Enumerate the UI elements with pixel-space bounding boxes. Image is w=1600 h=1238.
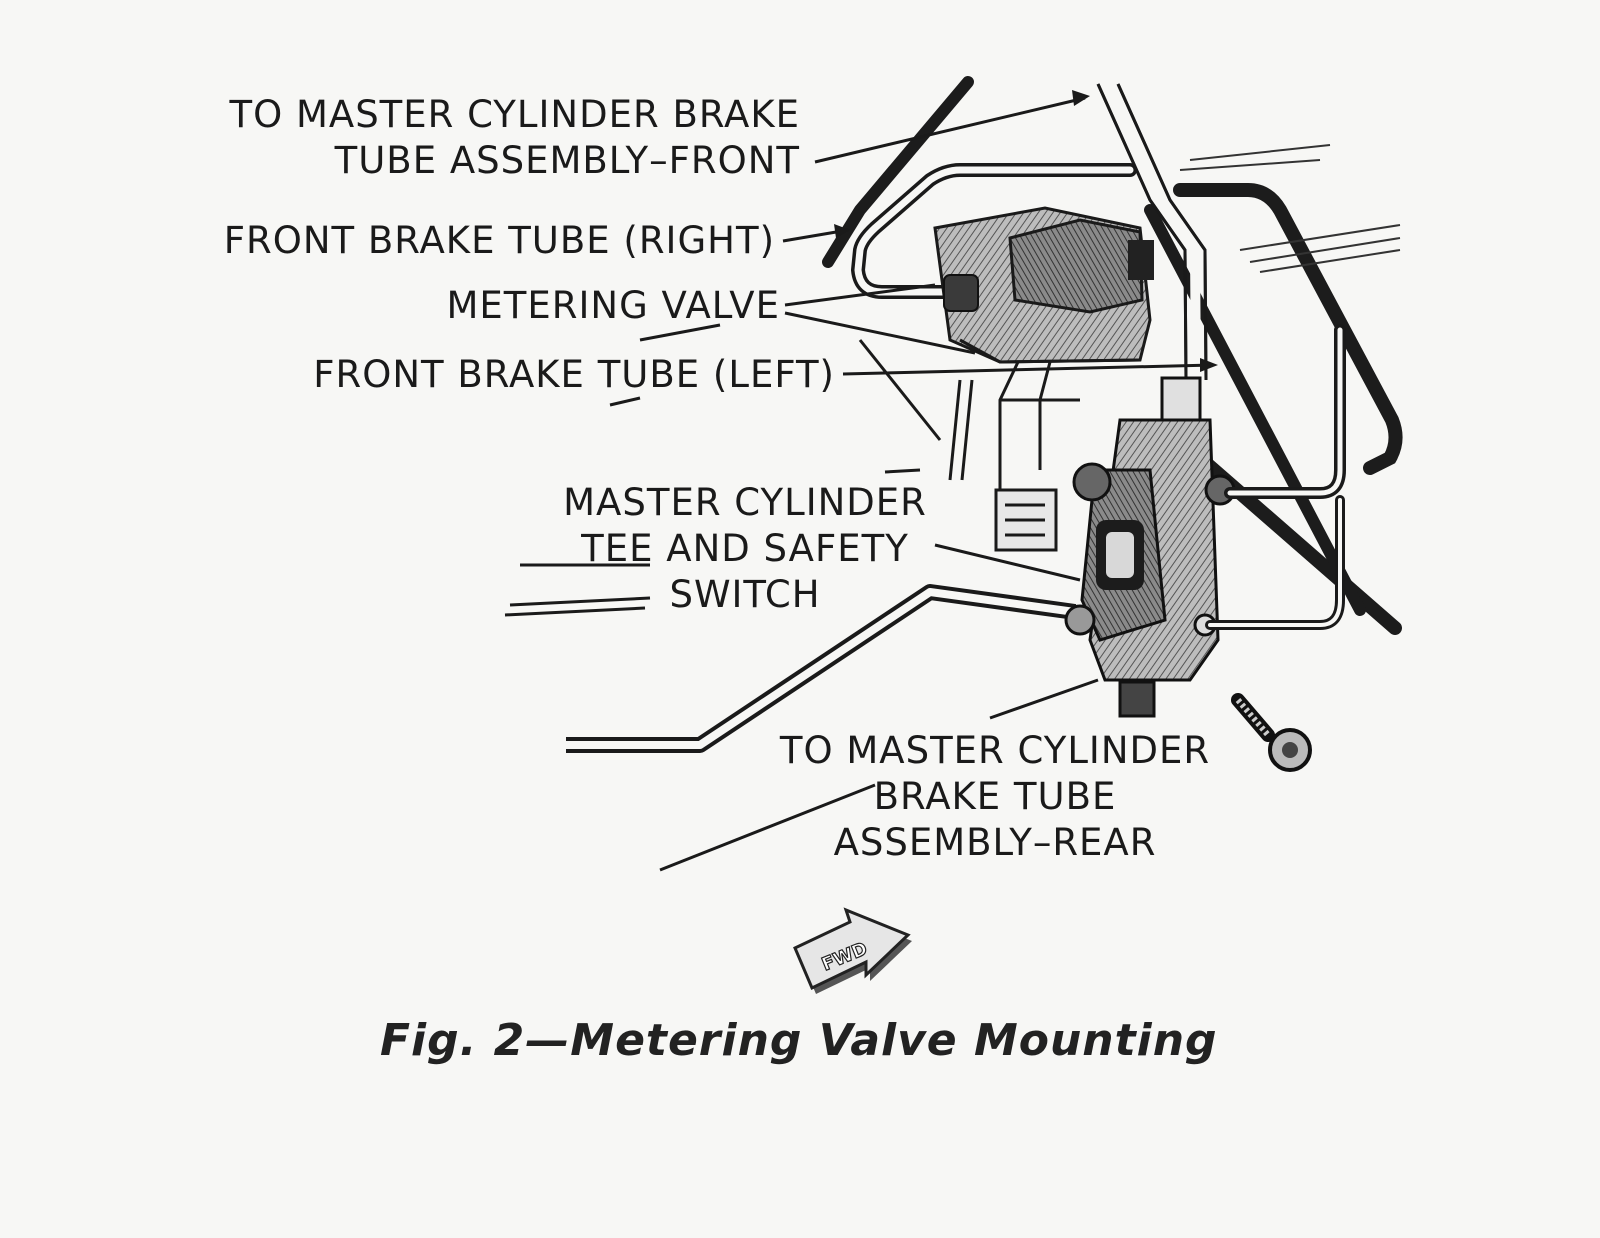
mounting-bolt xyxy=(1231,693,1312,772)
leader-metering-2 xyxy=(784,311,976,355)
label-master-rear-line2: BRAKE TUBE xyxy=(873,775,1117,818)
rear-master-tube xyxy=(566,584,1096,753)
front-master-tube xyxy=(1096,82,1208,381)
front-left-tube xyxy=(948,379,974,481)
forward-direction-arrow: FWD xyxy=(793,907,912,994)
front-right-tube xyxy=(850,163,1137,299)
leader-tee xyxy=(934,543,1081,582)
label-master-cylinder-front: TO MASTER CYLINDER BRAKE TUBE ASSEMBLY–F… xyxy=(180,92,800,184)
background-wires xyxy=(1179,144,1401,273)
label-master-front-line2: TUBE ASSEMBLY–FRONT xyxy=(334,139,800,182)
leader-master-front xyxy=(814,96,1086,164)
label-tee-line2: TEE AND SAFETY xyxy=(581,527,909,570)
label-front-brake-tube-right: FRONT BRAKE TUBE (RIGHT) xyxy=(223,219,775,262)
label-master-rear-line1: TO MASTER CYLINDER xyxy=(779,729,1211,772)
arrowheads xyxy=(834,90,1218,372)
label-master-front-line1: TO MASTER CYLINDER BRAKE xyxy=(229,93,800,136)
tee-safety-switch xyxy=(1072,376,1236,718)
label-metering-valve: METERING VALVE xyxy=(446,284,780,327)
leader-front-left xyxy=(842,363,1214,376)
metering-valve-body xyxy=(933,206,1154,364)
mounting-bracket xyxy=(994,361,1080,552)
label-tee-safety-switch: MASTER CYLINDER TEE AND SAFETY SWITCH xyxy=(545,480,945,618)
label-tee-line1: MASTER CYLINDER xyxy=(563,481,927,524)
label-master-cylinder-rear: TO MASTER CYLINDER BRAKE TUBE ASSEMBLY–R… xyxy=(770,728,1220,866)
leader-metering-1 xyxy=(784,283,936,307)
switch-side-tube xyxy=(1205,324,1346,630)
figure-caption: Fig. 2—Metering Valve Mounting xyxy=(380,1015,1218,1066)
leader-master-rear xyxy=(989,678,1099,720)
label-front-brake-tube-left: FRONT BRAKE TUBE (LEFT) xyxy=(313,353,835,396)
label-tee-line3: SWITCH xyxy=(669,573,821,616)
label-master-rear-line3: ASSEMBLY–REAR xyxy=(833,821,1157,864)
